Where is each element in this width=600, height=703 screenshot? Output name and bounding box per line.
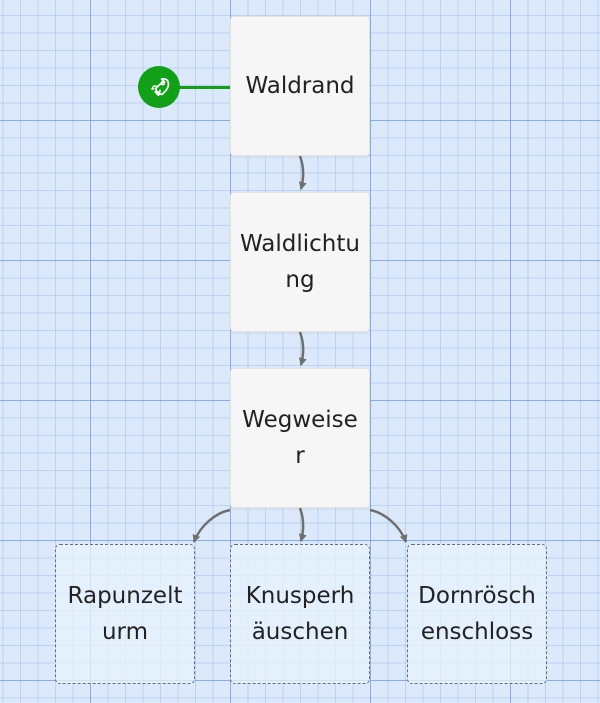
edge-wegweiser-rapunzelturm xyxy=(192,508,231,543)
start-connector xyxy=(168,86,232,89)
node-dornroeschenschloss[interactable]: Dornröschenschloss xyxy=(407,544,547,684)
start-marker[interactable] xyxy=(138,66,180,108)
node-wegweiser[interactable]: Wegweiser xyxy=(230,368,370,508)
node-rapunzelturm[interactable]: Rapunzelturm xyxy=(55,544,195,684)
node-label: Knusperhäuschen xyxy=(245,582,355,645)
node-label: Dornröschenschloss xyxy=(418,582,536,645)
edge-wegweiser-knusperhaeuschen xyxy=(298,507,307,542)
rocket-icon xyxy=(151,78,170,96)
edge-waldrand-waldlichtung xyxy=(298,155,307,190)
edge-wegweiser-dornroeschenschloss xyxy=(369,508,408,543)
edge-waldlichtung-wegweiser xyxy=(298,331,307,366)
node-label: Rapunzelturm xyxy=(67,582,183,645)
node-label: Waldlichtung xyxy=(240,230,360,293)
node-waldlichtung[interactable]: Waldlichtung xyxy=(230,192,370,332)
node-label: Waldrand xyxy=(245,72,355,99)
node-label: Wegweiser xyxy=(242,406,358,469)
node-knusperhaeuschen[interactable]: Knusperhäuschen xyxy=(230,544,370,684)
node-waldrand[interactable]: Waldrand xyxy=(230,16,370,156)
